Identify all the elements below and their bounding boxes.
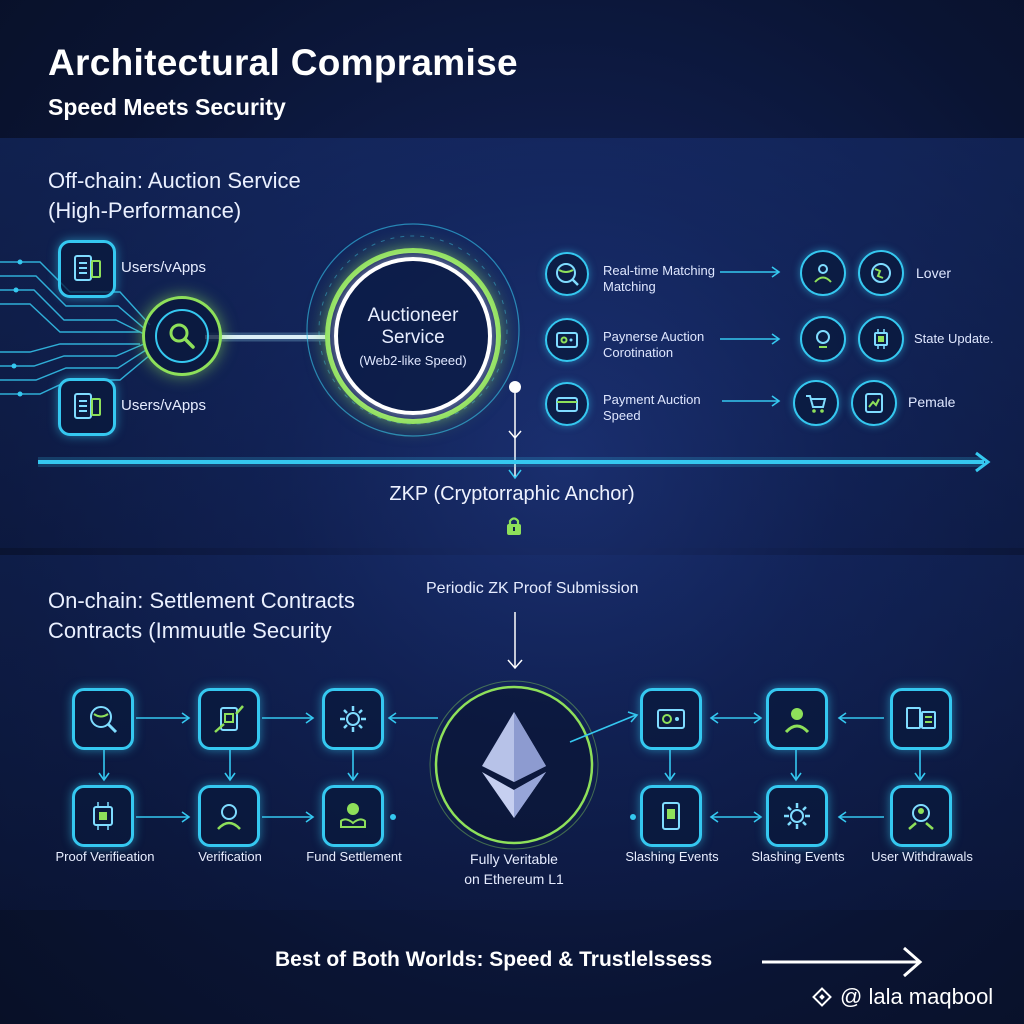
chip-verify-box — [72, 785, 134, 847]
auctioneer-line3: (Web2-like Speed) — [359, 352, 467, 368]
gear-box — [322, 688, 384, 750]
row1-label: Real-time Matching Matching — [603, 263, 715, 295]
globe-icon-circle — [858, 250, 904, 296]
document-transfer-box — [198, 688, 260, 750]
users-bottom-icon-box — [58, 378, 116, 436]
user-group-icon-circle — [800, 250, 846, 296]
search-hub-inner — [155, 309, 209, 363]
device-icon — [662, 802, 680, 830]
card-icon — [556, 332, 578, 348]
row1-label-line2: Matching — [603, 279, 656, 294]
auctioneer-line1: Auctioneer — [367, 304, 459, 326]
row1-right-label: Lover — [916, 265, 952, 281]
row3-label-line2: Speed — [603, 408, 641, 423]
auctioneer-service: Auctioneer Service (Web2-like Speed) — [334, 257, 492, 415]
ethereum-icon — [482, 712, 546, 818]
phone-chip-box — [640, 785, 702, 847]
ethereum-caption: Fully Veritable on Ethereum L1 — [434, 849, 594, 889]
lock-icon — [507, 517, 521, 535]
onchain-title-line2: Contracts (Immuutle Security — [48, 618, 332, 643]
card-box — [640, 688, 702, 750]
person-icon — [784, 708, 810, 734]
users-top-label: Users/vApps — [121, 259, 207, 276]
slashing-gear-box — [766, 785, 828, 847]
users-bottom-label: Users/vApps — [121, 397, 207, 414]
onchain-title-line1: On-chain: Settlement Contracts — [48, 588, 355, 613]
document-list-icon — [74, 393, 101, 419]
head-gear-icon-circle — [800, 316, 846, 362]
caption-verification: Verification — [198, 849, 262, 864]
watermark-text: @ lala maqbool — [840, 984, 994, 1009]
footer-tagline: Best of Both Worlds: Speed & Trustlelsse… — [275, 948, 713, 971]
auctioneer-outer-ring — [325, 248, 501, 424]
page-subtitle: Speed Meets Security — [48, 94, 286, 120]
row3-label-line1: Payment Auction — [603, 392, 701, 407]
watermark: @ lala maqbool — [810, 984, 993, 1010]
diamond-logo-icon — [812, 987, 832, 1007]
proof-submission-label: Periodic ZK Proof Submission — [426, 580, 639, 597]
ethereum-caption-line2: on Ethereum L1 — [464, 871, 564, 887]
cart-icon — [806, 395, 827, 413]
row3-wallet-icon-circle — [545, 382, 589, 426]
head-gear-icon — [816, 330, 830, 348]
hand-coin-icon — [340, 803, 366, 828]
user-verify-box — [198, 785, 260, 847]
document-transfer-icon — [214, 705, 244, 733]
row2-label-line1: Paynerse Auction — [603, 329, 705, 344]
onchain-title: On-chain: Settlement Contracts Contracts… — [48, 586, 355, 646]
document-list-icon — [74, 255, 101, 281]
caption-fund-settlement: Fund Settlement — [306, 849, 402, 864]
caption-slashing-events-2: Slashing Events — [751, 849, 845, 864]
users-top-icon-box — [58, 240, 116, 298]
document-chart-icon — [865, 393, 883, 413]
user-group-icon — [814, 264, 832, 283]
offchain-title-line1: Off-chain: Auction Service — [48, 168, 301, 193]
globe-search-box — [72, 688, 134, 750]
row2-right-label: State Update. — [914, 331, 994, 346]
gear-icon — [340, 706, 366, 732]
row1-label-line1: Real-time Matching — [603, 263, 715, 278]
row2-card-icon-circle — [545, 318, 589, 362]
user-withdraw-icon — [908, 804, 934, 830]
user-withdraw-box — [890, 785, 952, 847]
globe-search-icon — [90, 706, 118, 734]
search-hub — [142, 296, 222, 376]
gear-icon — [784, 803, 810, 829]
documents-icon — [906, 707, 936, 729]
search-icon — [169, 323, 195, 349]
row2-label: Paynerse Auction Corotination — [603, 329, 704, 361]
chip-icon — [93, 802, 113, 830]
wallet-icon — [556, 397, 578, 412]
documents-box — [890, 688, 952, 750]
offchain-title-line2: (High-Performance) — [48, 198, 242, 223]
auctioneer-line2: Service — [381, 326, 445, 348]
fund-settlement-box — [322, 785, 384, 847]
offchain-title: Off-chain: Auction Service (High-Perform… — [48, 166, 301, 226]
person-box — [766, 688, 828, 750]
globe-search-icon — [556, 263, 579, 286]
ethereum-caption-line1: Fully Veritable — [470, 851, 558, 867]
caption-proof-verification: Proof Verifieation — [55, 849, 155, 864]
user-icon — [217, 804, 241, 830]
row3-label: Payment Auction Speed — [603, 392, 701, 424]
caption-user-withdrawals: User Withdrawals — [871, 849, 973, 864]
caption-slashing-events-1: Slashing Events — [625, 849, 719, 864]
card-icon — [657, 709, 685, 729]
row2-label-line2: Corotination — [603, 345, 674, 360]
page-title: Architectural Compramise — [48, 42, 518, 83]
row1-globe-icon-circle — [545, 252, 589, 296]
row3-right-label: Pemale — [908, 394, 956, 410]
zkp-label: ZKP (Cryptorraphic Anchor) — [389, 483, 635, 505]
chip-icon-circle — [858, 316, 904, 362]
globe-icon — [871, 263, 891, 283]
chip-icon — [874, 329, 888, 349]
document-chart-icon-circle — [851, 380, 897, 426]
cart-icon-circle — [793, 380, 839, 426]
